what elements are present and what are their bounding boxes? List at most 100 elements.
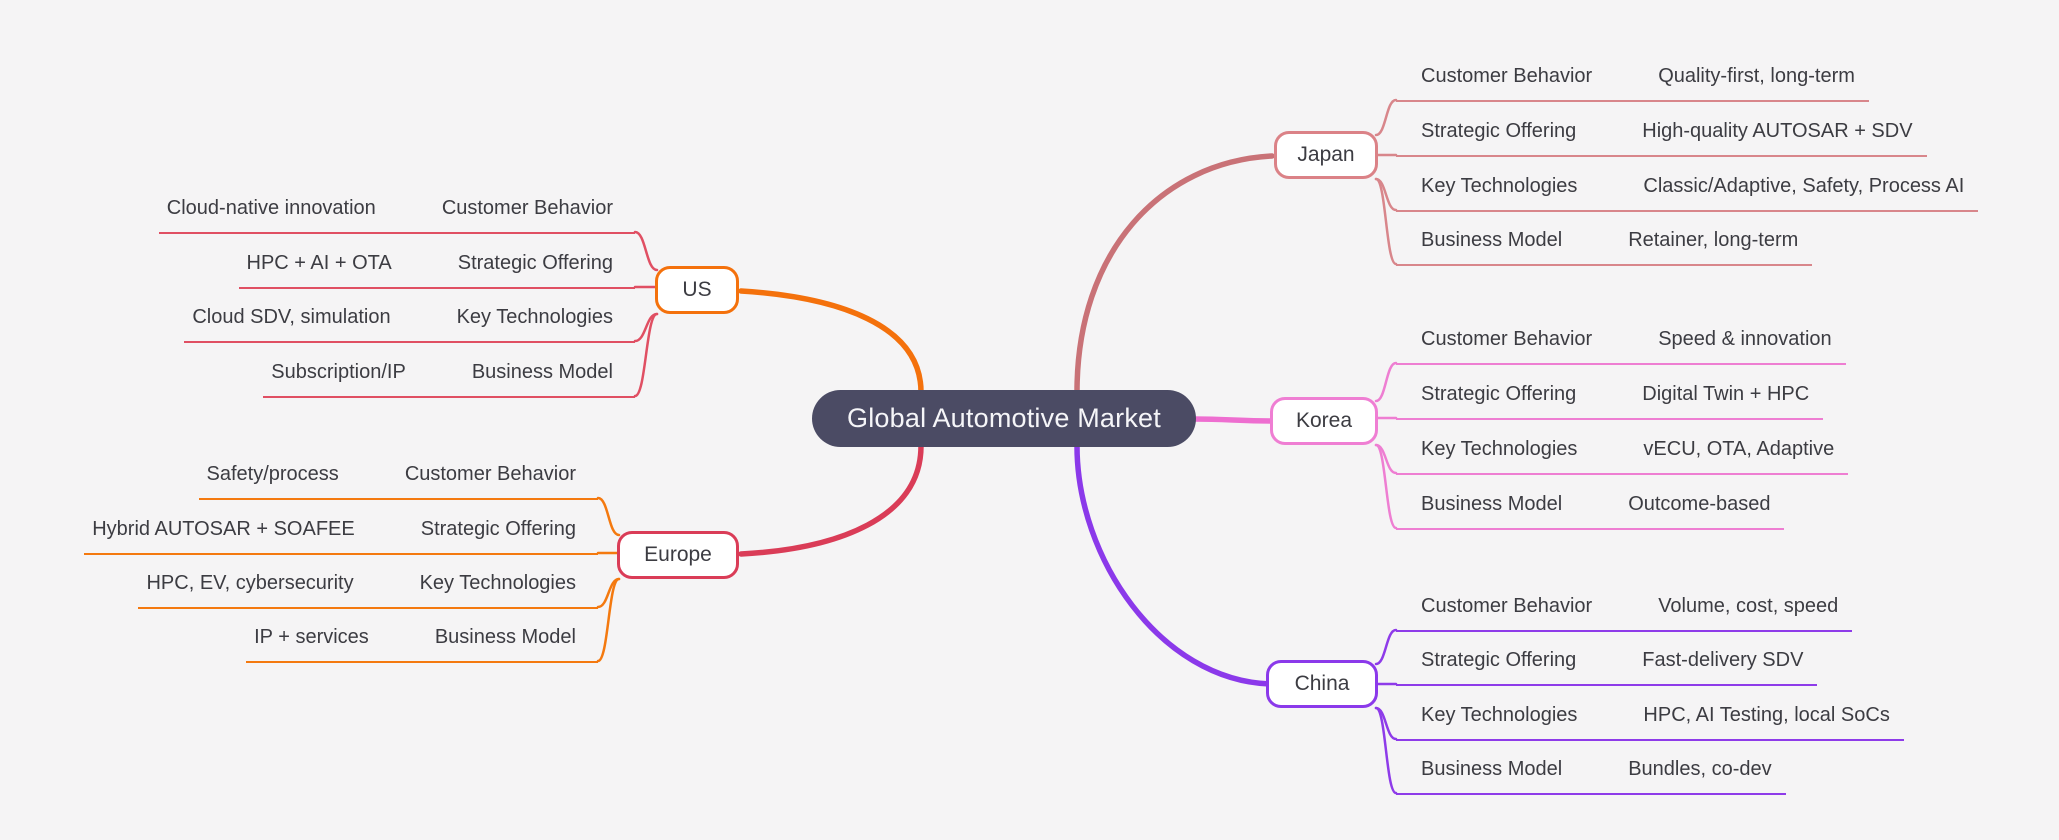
child-key-korea-3[interactable]: Business Model bbox=[1421, 493, 1563, 515]
child-value-korea-3[interactable]: Outcome-based bbox=[1628, 493, 1771, 515]
child-key-korea-2[interactable]: Key Technologies bbox=[1421, 438, 1578, 460]
row-japan-0: Customer Behavior Quality-first, long-ter… bbox=[1396, 52, 1869, 102]
row-spacer bbox=[354, 595, 420, 607]
node-label-korea: Korea bbox=[1295, 409, 1353, 432]
child-value-korea-0[interactable]: Speed & innovation bbox=[1658, 328, 1832, 350]
node-china[interactable]: China bbox=[1266, 660, 1378, 708]
row-spacer bbox=[1576, 143, 1642, 155]
node-label-europe: Europe bbox=[644, 543, 712, 566]
row-us-1: HPC + AI + OTA Strategic Offering bbox=[238, 239, 635, 289]
row-spacer bbox=[392, 275, 458, 287]
row-europe-2: HPC, EV, cybersecurity Key Technologies bbox=[138, 559, 598, 609]
row-china-1: Strategic Offering Fast-delivery SDV bbox=[1396, 636, 1818, 686]
child-key-europe-0[interactable]: Customer Behavior bbox=[404, 463, 576, 485]
child-value-us-2[interactable]: Cloud SDV, simulation bbox=[192, 306, 391, 328]
row-korea-1: Strategic Offering Digital Twin + HPC bbox=[1396, 370, 1824, 420]
child-link-europe-0 bbox=[596, 496, 621, 537]
child-link-us-0 bbox=[633, 230, 659, 272]
child-value-china-0[interactable]: Volume, cost, speed bbox=[1658, 595, 1839, 617]
row-spacer bbox=[355, 541, 421, 553]
node-korea[interactable]: Korea bbox=[1270, 397, 1378, 445]
root-link-korea bbox=[1191, 416, 1275, 424]
row-japan-1: Strategic Offering High-quality AUTOSAR +… bbox=[1396, 107, 1927, 157]
child-value-china-3[interactable]: Bundles, co-dev bbox=[1628, 758, 1772, 780]
child-link-korea-3 bbox=[1374, 443, 1398, 530]
row-us-2: Cloud SDV, simulation Key Technologies bbox=[184, 293, 635, 343]
row-china-0: Customer Behavior Volume, cost, speed bbox=[1396, 582, 1853, 632]
child-key-japan-2[interactable]: Key Technologies bbox=[1421, 175, 1578, 197]
row-japan-3: Business Model Retainer, long-term bbox=[1396, 216, 1813, 266]
row-spacer bbox=[1592, 351, 1658, 363]
root-link-japan bbox=[1074, 153, 1275, 395]
row-europe-1: Hybrid AUTOSAR + SOAFEE Strategic Offerin… bbox=[84, 505, 598, 555]
row-spacer bbox=[1577, 461, 1643, 473]
child-key-china-0[interactable]: Customer Behavior bbox=[1421, 595, 1593, 617]
row-korea-2: Key Technologies vECU, OTA, Adaptive bbox=[1396, 425, 1849, 475]
node-us[interactable]: US bbox=[655, 266, 739, 314]
child-link-japan-3 bbox=[1374, 177, 1398, 266]
row-korea-0: Customer Behavior Speed & innovation bbox=[1396, 315, 1846, 365]
row-spacer bbox=[406, 384, 472, 396]
child-key-europe-3[interactable]: Business Model bbox=[434, 626, 576, 648]
row-spacer bbox=[1562, 781, 1628, 793]
row-korea-3: Business Model Outcome-based bbox=[1396, 480, 1785, 530]
row-spacer bbox=[1562, 516, 1628, 528]
child-value-japan-3[interactable]: Retainer, long-term bbox=[1628, 229, 1799, 251]
row-spacer bbox=[1592, 88, 1658, 100]
child-key-japan-0[interactable]: Customer Behavior bbox=[1421, 65, 1593, 87]
child-value-europe-2[interactable]: HPC, EV, cybersecurity bbox=[146, 572, 354, 594]
node-japan[interactable]: Japan bbox=[1274, 131, 1378, 179]
child-key-europe-1[interactable]: Strategic Offering bbox=[420, 518, 576, 540]
child-value-us-1[interactable]: HPC + AI + OTA bbox=[246, 252, 392, 274]
child-value-japan-0[interactable]: Quality-first, long-term bbox=[1658, 65, 1855, 87]
child-link-korea-0 bbox=[1374, 361, 1398, 403]
row-spacer bbox=[1562, 252, 1628, 264]
row-us-0: Cloud-native innovation Customer Behavior bbox=[158, 184, 635, 234]
row-spacer bbox=[1592, 618, 1658, 630]
child-value-japan-2[interactable]: Classic/Adaptive, Safety, Process AI bbox=[1643, 175, 1965, 197]
child-key-korea-1[interactable]: Strategic Offering bbox=[1421, 383, 1577, 405]
row-spacer bbox=[369, 649, 435, 661]
child-key-japan-3[interactable]: Business Model bbox=[1421, 229, 1563, 251]
child-key-us-2[interactable]: Key Technologies bbox=[456, 306, 613, 328]
root-link-us bbox=[738, 288, 924, 395]
child-value-europe-3[interactable]: IP + services bbox=[254, 626, 369, 648]
child-key-china-2[interactable]: Key Technologies bbox=[1421, 704, 1578, 726]
row-spacer bbox=[1577, 727, 1643, 739]
child-value-europe-0[interactable]: Safety/process bbox=[206, 463, 339, 485]
child-link-us-3 bbox=[633, 312, 659, 398]
row-us-3: Subscription/IP Business Model bbox=[263, 348, 635, 398]
child-value-china-2[interactable]: HPC, AI Testing, local SoCs bbox=[1643, 704, 1890, 726]
child-value-korea-1[interactable]: Digital Twin + HPC bbox=[1642, 383, 1810, 405]
root-link-china bbox=[1074, 443, 1273, 687]
child-key-us-3[interactable]: Business Model bbox=[471, 361, 613, 383]
node-label-japan: Japan bbox=[1297, 143, 1355, 166]
child-value-china-1[interactable]: Fast-delivery SDV bbox=[1642, 649, 1804, 671]
root-node-global-automotive-market[interactable]: Global Automotive Market bbox=[812, 390, 1196, 447]
child-value-japan-1[interactable]: High-quality AUTOSAR + SDV bbox=[1642, 120, 1913, 142]
row-europe-3: IP + services Business Model bbox=[246, 613, 598, 663]
child-key-china-1[interactable]: Strategic Offering bbox=[1421, 649, 1577, 671]
child-value-europe-1[interactable]: Hybrid AUTOSAR + SOAFEE bbox=[92, 518, 355, 540]
row-spacer bbox=[391, 329, 457, 341]
row-china-3: Business Model Bundles, co-dev bbox=[1396, 745, 1786, 795]
child-key-china-3[interactable]: Business Model bbox=[1421, 758, 1563, 780]
child-link-europe-3 bbox=[596, 577, 621, 663]
row-spacer bbox=[339, 486, 405, 498]
row-spacer bbox=[376, 220, 442, 232]
child-key-korea-0[interactable]: Customer Behavior bbox=[1421, 328, 1593, 350]
node-label-us: US bbox=[682, 278, 712, 301]
row-china-2: Key Technologies HPC, AI Testing, local S… bbox=[1396, 691, 1904, 741]
child-key-japan-1[interactable]: Strategic Offering bbox=[1421, 120, 1577, 142]
child-value-us-3[interactable]: Subscription/IP bbox=[271, 361, 406, 383]
child-link-japan-0 bbox=[1374, 98, 1398, 137]
child-key-us-1[interactable]: Strategic Offering bbox=[457, 252, 613, 274]
child-key-europe-2[interactable]: Key Technologies bbox=[419, 572, 576, 594]
child-key-us-0[interactable]: Customer Behavior bbox=[441, 197, 613, 219]
child-value-us-0[interactable]: Cloud-native innovation bbox=[166, 197, 376, 219]
child-value-korea-2[interactable]: vECU, OTA, Adaptive bbox=[1643, 438, 1835, 460]
row-spacer bbox=[1576, 672, 1642, 684]
node-europe[interactable]: Europe bbox=[617, 531, 739, 579]
